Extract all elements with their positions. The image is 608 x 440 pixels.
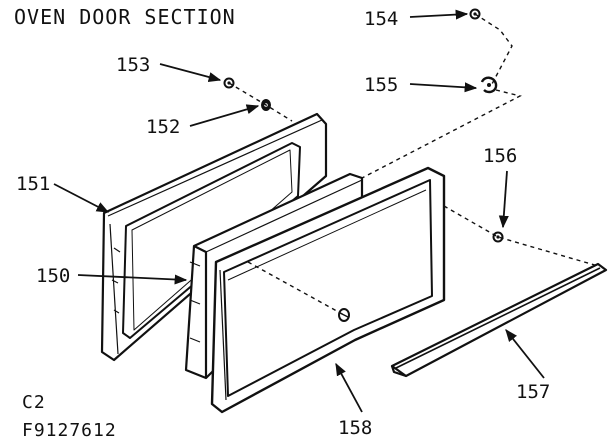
part-156-screw: [492, 231, 504, 243]
label-157: 157: [516, 381, 550, 403]
label-156: 156: [483, 145, 517, 167]
label-155: 155: [364, 74, 398, 96]
label-150: 150: [36, 265, 70, 287]
diagram-title: OVEN DOOR SECTION: [14, 5, 236, 29]
diagram-part-code: F9127612: [22, 420, 117, 440]
label-153: 153: [116, 54, 150, 76]
assembly-dashed-lines: [228, 13, 599, 316]
leader-arrows: [53, 9, 545, 413]
panel-center-screw: [338, 308, 350, 322]
label-151: 151: [16, 173, 50, 195]
part-158-inner-door-panel: [210, 166, 446, 414]
label-154: 154: [364, 8, 398, 30]
label-152: 152: [146, 116, 180, 138]
part-157-trim-strip: [390, 262, 608, 378]
part-155-clip: [480, 76, 498, 94]
label-158: 158: [338, 417, 372, 439]
diagram-code-c2: C2: [22, 392, 46, 413]
